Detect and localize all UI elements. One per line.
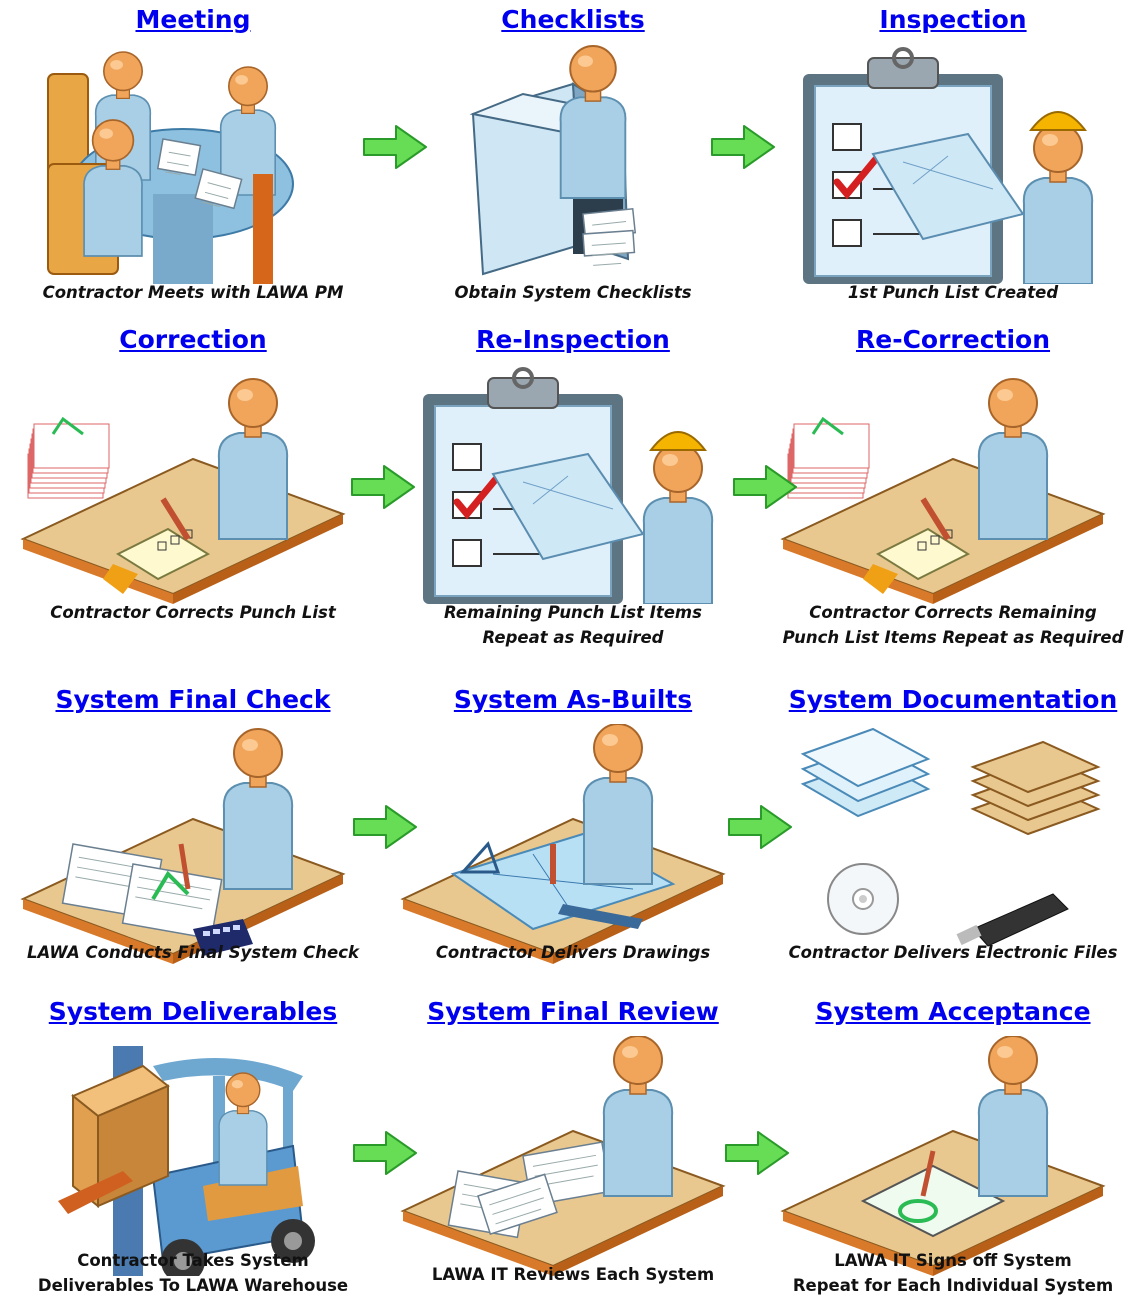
flow-arrow-icon [351,465,415,509]
caption-line: Remaining Punch List Items [444,603,702,622]
caption-line: Contractor Delivers Electronic Files [788,943,1118,962]
step-title-system-deliverables[interactable]: System Deliverables [48,997,338,1026]
forklift-illustration [3,1036,383,1276]
step-title-re-inspection[interactable]: Re-Inspection [476,325,670,354]
step-title-meeting[interactable]: Meeting [135,5,251,34]
correction-illustration [3,364,383,604]
step-caption-meeting: Contractor Meets with LAWA PM [3,280,383,305]
asbuilts-illustration [383,724,763,964]
caption-line: Contractor Delivers Drawings [435,943,711,962]
correction-illustration [763,364,1139,604]
flow-arrow-icon [733,465,797,509]
step-caption-checklists: Obtain System Checklists [383,280,763,305]
caption-line: Deliverables To LAWA Warehouse [37,1276,349,1295]
caption-line: LAWA IT Reviews Each System [431,1265,715,1284]
documentation-illustration [763,724,1139,964]
caption-line: Contractor Takes System [77,1251,309,1270]
caption-line: LAWA IT Signs off System [834,1251,1072,1270]
caption-line: Repeat for Each Individual System [792,1276,1114,1295]
step-caption-inspection: 1st Punch List Created [763,280,1139,305]
inspection-illustration [763,44,1139,284]
inspection-illustration [383,364,763,604]
finalcheck-illustration [3,724,383,964]
flow-arrow-icon [711,125,775,169]
step-title-system-final-check[interactable]: System Final Check [55,685,331,714]
caption-line: Punch List Items Repeat as Required [782,628,1124,647]
flow-arrow-icon [353,805,417,849]
step-title-system-documentation[interactable]: System Documentation [788,685,1118,714]
caption-line: Repeat as Required [482,628,664,647]
step-title-system-final-review[interactable]: System Final Review [427,997,719,1026]
caption-line: Contractor Meets with LAWA PM [42,283,344,302]
caption-line: 1st Punch List Created [847,283,1059,302]
step-title-inspection[interactable]: Inspection [879,5,1027,34]
step-caption-system-final-check: LAWA Conducts Final System Check [3,940,383,965]
caption-line: LAWA Conducts Final System Check [27,943,359,962]
review-illustration [383,1036,763,1276]
flow-arrow-icon [353,1131,417,1175]
step-title-checklists[interactable]: Checklists [501,5,645,34]
caption-line: Contractor Corrects Remaining [809,603,1097,622]
flow-arrow-icon [725,1131,789,1175]
step-caption-system-as-builts: Contractor Delivers Drawings [383,940,763,965]
step-title-system-acceptance[interactable]: System Acceptance [815,997,1091,1026]
step-title-correction[interactable]: Correction [119,325,267,354]
flow-arrow-icon [363,125,427,169]
acceptance-illustration [763,1036,1139,1276]
step-title-system-as-builts[interactable]: System As-Builts [453,685,693,714]
step-caption-correction: Contractor Corrects Punch List [3,600,383,625]
step-caption-system-final-review: LAWA IT Reviews Each System [383,1262,763,1287]
flow-arrow-icon [728,805,792,849]
meeting-illustration [3,44,383,284]
checklists-illustration [383,44,763,284]
step-caption-system-documentation: Contractor Delivers Electronic Files [763,940,1139,965]
caption-line: Contractor Corrects Punch List [50,603,336,622]
caption-line: Obtain System Checklists [454,283,692,302]
step-title-re-correction[interactable]: Re-Correction [855,325,1051,354]
